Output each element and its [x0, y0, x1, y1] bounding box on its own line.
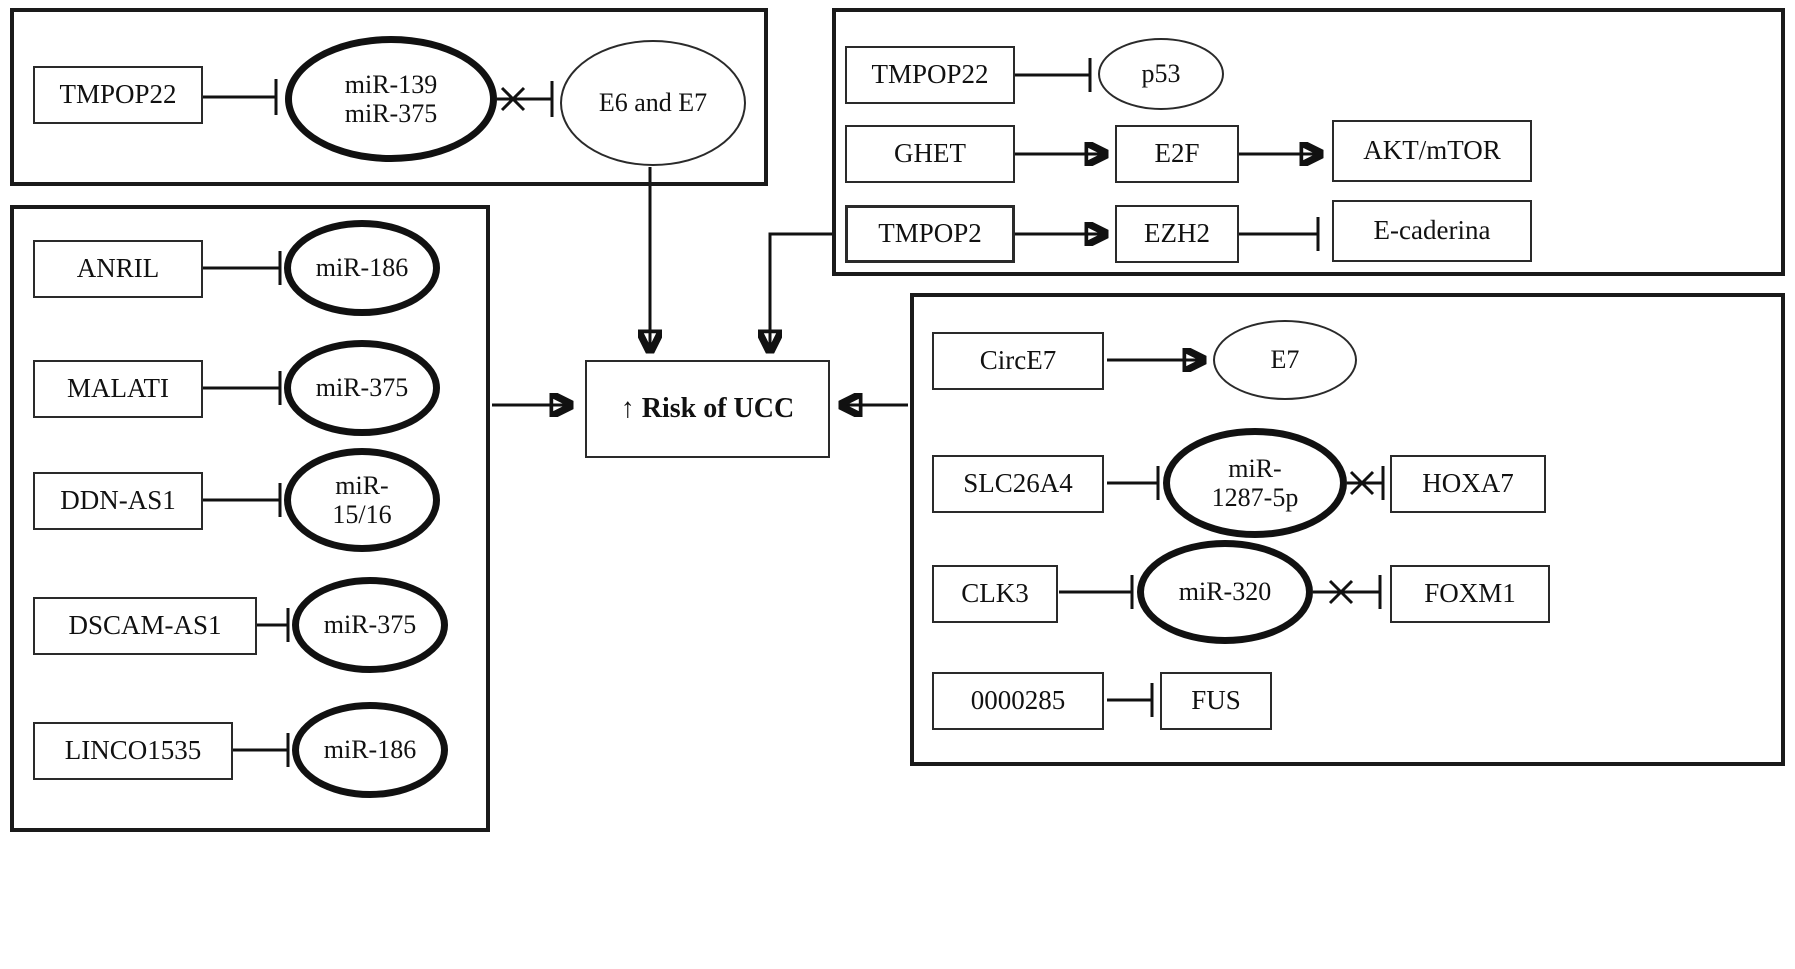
inhibit-ddnas1-mir1516 — [203, 483, 282, 517]
blocked-inhibit-mir139-e6e7 — [497, 81, 554, 117]
inhibit-linco1535-mir186 — [233, 733, 290, 767]
node-e-caderina: E-caderina — [1332, 200, 1532, 262]
node-mir186-1: miR-186 — [284, 220, 440, 316]
inhibit-tmpop22-p53 — [1015, 58, 1092, 92]
blocked-inhibit-mir320-foxm1 — [1313, 575, 1382, 609]
inhibit-dscamas1-mir375 — [257, 608, 290, 642]
inhibit-tmpop22-mir139 — [203, 79, 278, 115]
inhibit-anril-mir186 — [203, 251, 282, 285]
node-akt-mtor: AKT/mTOR — [1332, 120, 1532, 182]
blocked-inhibit-mir1287-hoxa7 — [1347, 466, 1385, 500]
node-mir-320: miR-320 — [1137, 540, 1313, 644]
node-tmpop2: TMPOP2 — [845, 205, 1015, 263]
panel-tmpop-ghet-axis — [832, 8, 1785, 276]
node-ddn-as1: DDN-AS1 — [33, 472, 203, 530]
panel-circrna-axis — [910, 293, 1785, 766]
node-mir186-2: miR-186 — [292, 702, 448, 798]
node-ezh2: EZH2 — [1115, 205, 1239, 263]
node-0000285: 0000285 — [932, 672, 1104, 730]
node-dscam-as1: DSCAM-AS1 — [33, 597, 257, 655]
node-mir375-1: miR-375 — [284, 340, 440, 436]
panel-lncrna-mirna-left — [10, 205, 490, 832]
node-linco1535: LINCO1535 — [33, 722, 233, 780]
arrow-toprightpanel-to-risk — [770, 232, 832, 350]
node-malati: MALATI — [33, 360, 203, 418]
node-e2f: E2F — [1115, 125, 1239, 183]
node-ghet: GHET — [845, 125, 1015, 183]
node-anril: ANRIL — [33, 240, 203, 298]
inhibit-ezh2-ecaderina — [1239, 217, 1320, 251]
node-tmpop22-topright: TMPOP22 — [845, 46, 1015, 104]
node-fus: FUS — [1160, 672, 1272, 730]
node-mir139-mir375: miR-139 miR-375 — [285, 36, 497, 162]
inhibit-malati-mir375 — [203, 371, 282, 405]
node-slc26a4: SLC26A4 — [932, 455, 1104, 513]
inhibit-slc26a4-mir1287 — [1107, 466, 1160, 500]
risk-of-ucc-box: ↑ Risk of UCC — [585, 360, 830, 458]
node-circe7: CircE7 — [932, 332, 1104, 390]
node-p53: p53 — [1098, 38, 1224, 110]
node-clk3: CLK3 — [932, 565, 1058, 623]
node-e6-and-e7: E6 and E7 — [560, 40, 746, 166]
node-hoxa7: HOXA7 — [1390, 455, 1546, 513]
node-mir-1287-5p: miR- 1287-5p — [1163, 428, 1347, 538]
node-mir375-2: miR-375 — [292, 577, 448, 673]
node-e7: E7 — [1213, 320, 1357, 400]
node-foxm1: FOXM1 — [1390, 565, 1550, 623]
inhibit-clk3-mir320 — [1059, 575, 1134, 609]
panel-e6e7-axis — [10, 8, 768, 186]
node-mir-15-16: miR- 15/16 — [284, 448, 440, 552]
node-tmpop22-topleft: TMPOP22 — [33, 66, 203, 124]
inhibit-0000285-fus — [1107, 683, 1154, 717]
